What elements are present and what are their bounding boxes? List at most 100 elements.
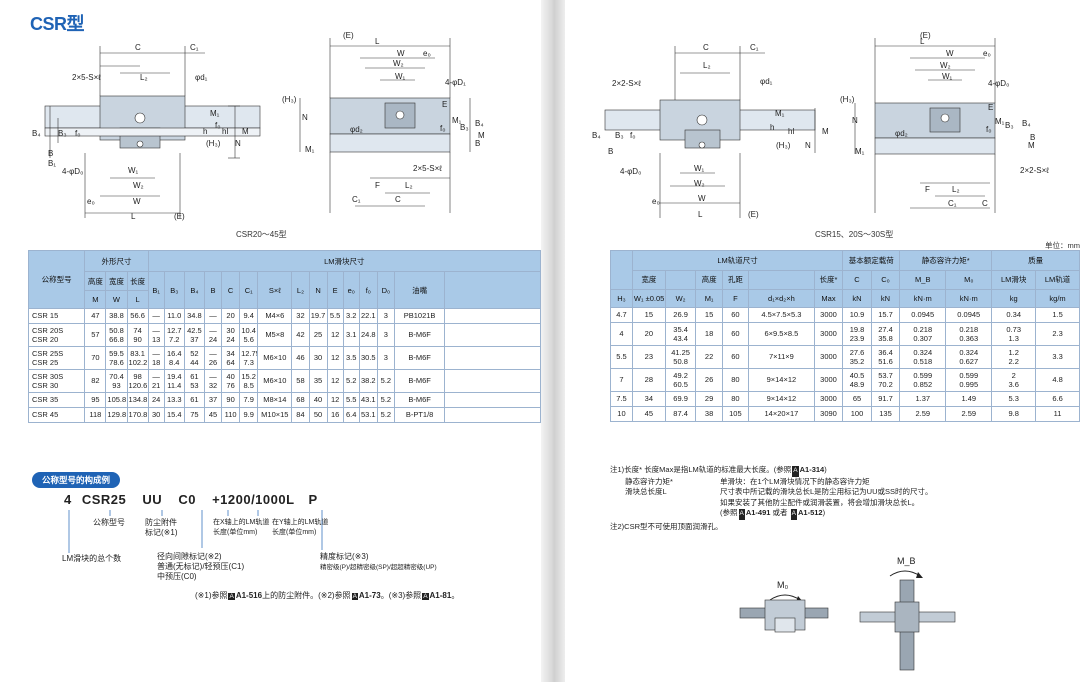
table-cell: —	[147, 308, 165, 324]
table-cell: 3000	[813, 368, 844, 392]
model-cell: CSR 45	[27, 407, 86, 423]
total-ref1[interactable]: A1-491	[745, 508, 771, 517]
svg-text:W: W	[698, 194, 706, 203]
table-cell: 26.9	[664, 307, 697, 323]
table-cell: 50	[308, 407, 328, 423]
table-cell: B-M6F	[393, 323, 446, 347]
ref-1[interactable]: A1-516	[235, 591, 263, 600]
table-cell: 70	[84, 346, 107, 370]
svg-text:(H₃): (H₃)	[776, 141, 791, 150]
table-cell: 3	[376, 346, 395, 370]
svg-text:W₁: W₁	[395, 72, 406, 81]
table-cell: 4.8	[1035, 368, 1080, 392]
table-cell: 87.4	[664, 406, 697, 422]
table-cell: 15	[631, 307, 666, 323]
moment-mo-diagram: M₀	[739, 580, 829, 633]
svg-text:(E): (E)	[174, 212, 185, 221]
svg-text:W₁: W₁	[128, 166, 139, 175]
header-moment: 静态容许力矩*	[899, 250, 993, 271]
table-cell: 129.8	[105, 407, 128, 423]
table-cell: 24.8	[358, 323, 378, 347]
header-b: B	[203, 271, 223, 309]
svg-text:f₀: f₀	[215, 121, 221, 130]
table-cell: 105	[721, 406, 750, 422]
table-cell: —21	[147, 369, 165, 393]
table-cell: 9×14×12	[748, 391, 815, 407]
total-ref2[interactable]: A1-512	[797, 508, 823, 517]
table-cell: 7	[610, 368, 633, 392]
svg-text:L₂: L₂	[952, 185, 960, 194]
note1-ref[interactable]: A1-314	[799, 465, 825, 474]
right-spec-table: LM轨道尺寸 基本额定载荷 静态容许力矩* 质量 宽度 高度 孔距 长度* C …	[610, 250, 1080, 422]
svg-text:B₁: B₁	[48, 159, 56, 168]
table-cell: B-PT1/8	[393, 407, 446, 423]
table-cell: 5.2	[376, 369, 395, 393]
svg-text:W: W	[397, 49, 405, 58]
unit-block-mass: kg	[991, 289, 1037, 308]
table-cell: M8×14	[257, 392, 293, 408]
note2: 注2)CSR型不可使用顶面润滑孔。	[610, 521, 723, 531]
static-label: 静态容许力矩*	[625, 476, 673, 486]
table-cell: 19.7	[308, 308, 328, 324]
header-mb: M_B	[899, 269, 947, 290]
svg-text:L: L	[920, 37, 925, 46]
unit-c: kN	[842, 289, 872, 308]
table-cell: —32	[203, 369, 223, 393]
svg-text:f₀: f₀	[630, 131, 636, 140]
table-cell: 45	[203, 407, 223, 423]
table-cell: 23	[631, 345, 666, 369]
svg-text:W₁: W₁	[694, 164, 705, 173]
table-cell: 3.5	[342, 346, 360, 370]
ref-2[interactable]: A1-73	[358, 591, 381, 600]
page-title: CSR型	[30, 14, 85, 34]
code-leader-lines	[68, 510, 323, 553]
table-cell: 3.2	[342, 308, 360, 324]
header-length: 长度	[126, 271, 149, 291]
svg-text:φd₂: φd₂	[895, 129, 908, 138]
svg-text:N: N	[805, 141, 811, 150]
table-cell: 11.0	[163, 308, 185, 324]
table-cell: 3	[376, 308, 395, 324]
table-cell: 16	[326, 407, 344, 423]
svg-text:M: M	[822, 127, 829, 136]
table-cell: M5×8	[257, 323, 293, 347]
table-cell: 170.8	[126, 407, 149, 423]
page-spine	[541, 0, 565, 682]
svg-text:L₂: L₂	[405, 181, 413, 190]
svg-text:(E): (E)	[920, 31, 931, 40]
label-count: LM滑块的总个数	[62, 554, 122, 563]
svg-text:M₁: M₁	[855, 147, 865, 156]
table-cell: 12	[326, 392, 344, 408]
table-cell: M10×15	[257, 407, 293, 423]
svg-text:M₁: M₁	[452, 116, 462, 125]
ref-3[interactable]: A1-81	[429, 591, 452, 600]
table-cell: B-M6F	[393, 346, 446, 370]
table-cell: 2.3	[1035, 322, 1080, 346]
svg-text:B₄: B₄	[1022, 119, 1031, 128]
table-cell: 30	[147, 407, 165, 423]
svg-text:N: N	[852, 116, 858, 125]
table-cell: 5.5	[342, 392, 360, 408]
table-cell: 58	[291, 369, 310, 393]
table-cell: 9.4	[239, 308, 259, 324]
unit-m0: kN·m	[945, 289, 993, 308]
table-cell: 7.9	[239, 392, 259, 408]
table-cell: 110	[221, 407, 241, 423]
svg-text:M: M	[1028, 141, 1035, 150]
table-cell: 25	[308, 323, 328, 347]
svg-text:B₄: B₄	[592, 131, 601, 140]
table-cell: 6×9.5×8.5	[748, 322, 815, 346]
svg-text:C₁: C₁	[190, 43, 199, 52]
svg-text:B₃: B₃	[58, 129, 67, 138]
